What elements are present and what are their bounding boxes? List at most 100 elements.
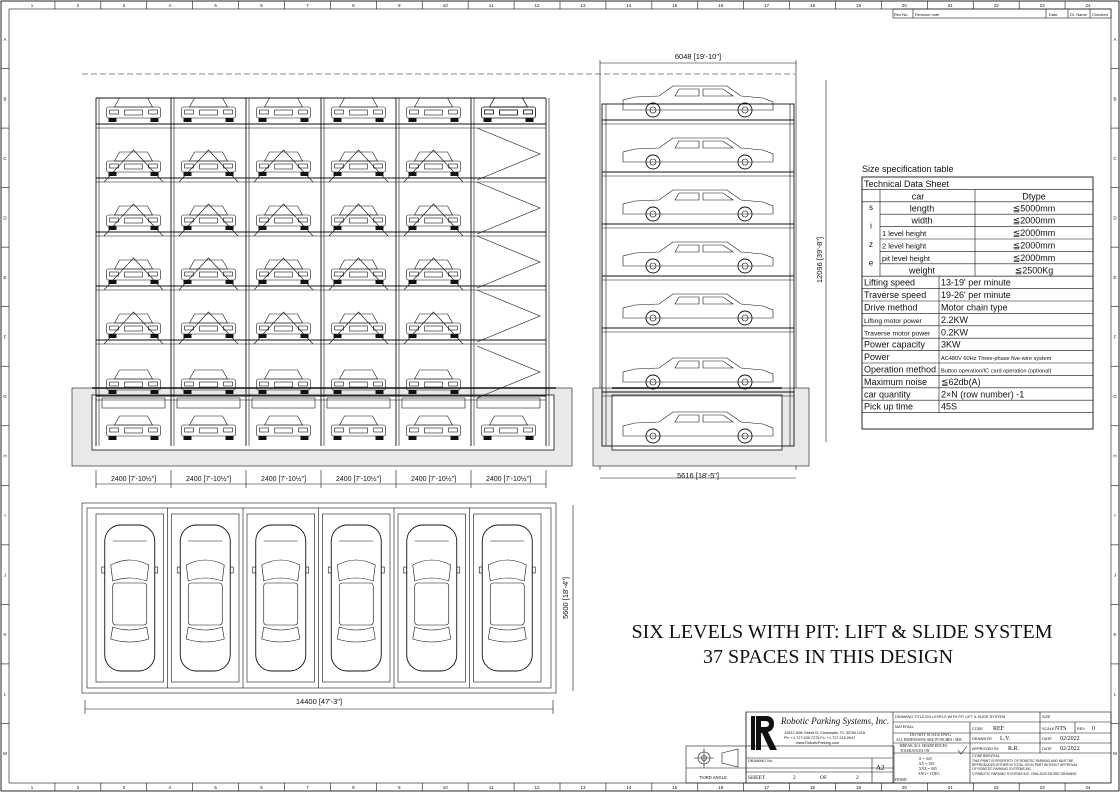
car-top-roof [489, 582, 525, 626]
grid-col-label-top: 19 [856, 3, 862, 8]
grid-row-label-left: H [3, 454, 6, 459]
car-front-headlight [223, 271, 233, 277]
car-front-body [256, 322, 311, 335]
car-front-tire [375, 436, 384, 440]
car-side-wheel [737, 310, 753, 326]
car-top-body [481, 524, 533, 672]
car-side-body [622, 189, 774, 215]
car-front-headlight [184, 217, 194, 223]
car-front-headlight [523, 109, 533, 115]
finish-label: FINISH [895, 778, 907, 782]
car-front-grille [199, 217, 218, 224]
car-front-headlight [448, 109, 458, 115]
car-front-body [106, 268, 161, 281]
car-front-body [331, 214, 386, 227]
car-front-roof [338, 97, 379, 108]
car-front-headlight [484, 109, 494, 115]
grid-col-label-top: 6 [260, 3, 263, 8]
car-front-roof [263, 205, 304, 216]
car-front-headlight [223, 163, 233, 169]
plan-view: 14400 [47'-3"] 5600 [18'-4"] [81, 502, 574, 714]
car-front-grille [199, 325, 218, 332]
car-side-body [622, 411, 774, 437]
spec-row-label: Lifting speed [864, 278, 915, 288]
front-lift-brace [103, 257, 164, 291]
front-pit-pallet [326, 397, 391, 409]
side-frame [601, 103, 795, 447]
car-front-roof [113, 97, 154, 108]
front-elevation-view: 2400 [7'-10½"]2400 [7'-10½"]2400 [7'-10½… [71, 73, 795, 488]
car-front-headlight [409, 109, 419, 115]
front-pit-pallet [401, 397, 466, 409]
front-lift-brace [253, 203, 314, 237]
car-front-grille [274, 427, 293, 434]
grid-col-label-bottom: 4 [168, 785, 171, 790]
car-front-tire [258, 390, 267, 394]
car-front-headlight [259, 163, 269, 169]
spec-row-label: Drive method [864, 303, 918, 313]
code-label: CODE [972, 727, 983, 731]
car-front-headlight [373, 427, 383, 433]
car-top-mirror [380, 566, 385, 574]
car-front-headlight [409, 381, 419, 387]
car-front-tire [183, 172, 192, 176]
car-front-grille [199, 109, 218, 116]
rev-label: REV [1077, 727, 1085, 731]
car-front-tire [450, 226, 459, 230]
car-top-rear-window [336, 626, 376, 643]
car-front-roof [413, 369, 454, 380]
spec-size-value: ≦2000mm [1013, 253, 1056, 263]
side-parked-cars [622, 85, 774, 444]
car-front-tire [483, 118, 492, 122]
rev-value: 0 [1092, 726, 1095, 732]
grid-col-label-top: 4 [168, 3, 171, 8]
car-front-headlight [448, 325, 458, 331]
car-front-tire [408, 172, 417, 176]
car-front-tire [483, 436, 492, 440]
car-side-wheel [645, 154, 661, 170]
car-front-headlight [409, 271, 419, 277]
grid-row-label-right: L [1114, 692, 1117, 697]
bay-dimension-label: 2400 [7'-10½"] [411, 475, 456, 483]
car-front-headlight [184, 163, 194, 169]
grid-col-label-top: 3 [123, 3, 126, 8]
car-front-body [406, 322, 461, 335]
car-top-rear-window [487, 626, 527, 643]
car-front-tire [183, 280, 192, 284]
date-label-1: DATE [1042, 737, 1052, 741]
grid-row-label-left: G [3, 394, 7, 399]
grid-col-label-top: 23 [1040, 3, 1046, 8]
front-lift-brace [403, 311, 464, 345]
company-phone: Ph: +1 727.539.7275 Fx: +1 727.216.0947 [784, 736, 855, 740]
spec-size-label: weight [908, 265, 936, 275]
car-side-hub [649, 378, 657, 386]
date-value-1: 02/2022 [1060, 736, 1080, 742]
front-shaft-brace [476, 345, 541, 399]
grid-row-label-right: G [1113, 394, 1117, 399]
checked-label: Checked [1092, 12, 1108, 17]
car-front-headlight [409, 217, 419, 223]
spec-row-value: ≦62db(A) [941, 377, 981, 387]
sheet-size: A2 [876, 764, 885, 772]
car-top-mirror [456, 566, 461, 574]
car-front-tire [333, 436, 342, 440]
car-front-grille [349, 381, 368, 388]
car-front-tire [150, 436, 159, 440]
car-front-headlight [373, 271, 383, 277]
checkmark-icon [957, 745, 968, 755]
car-front-grille [199, 427, 218, 434]
car-front-body [481, 106, 536, 119]
car-front-roof [263, 369, 304, 380]
car-front-tire [300, 436, 309, 440]
headline-line-2: 37 SPACES IN THIS DESIGN [703, 646, 953, 668]
car-front-tire [450, 436, 459, 440]
of-label: OF [820, 775, 827, 781]
car-top-body [179, 524, 231, 672]
car-front-body [181, 424, 236, 437]
car-front-body [256, 424, 311, 437]
car-front-tire [225, 280, 234, 284]
car-top-mirror [478, 566, 483, 574]
car-front-grille [274, 217, 293, 224]
car-front-tire [450, 172, 459, 176]
